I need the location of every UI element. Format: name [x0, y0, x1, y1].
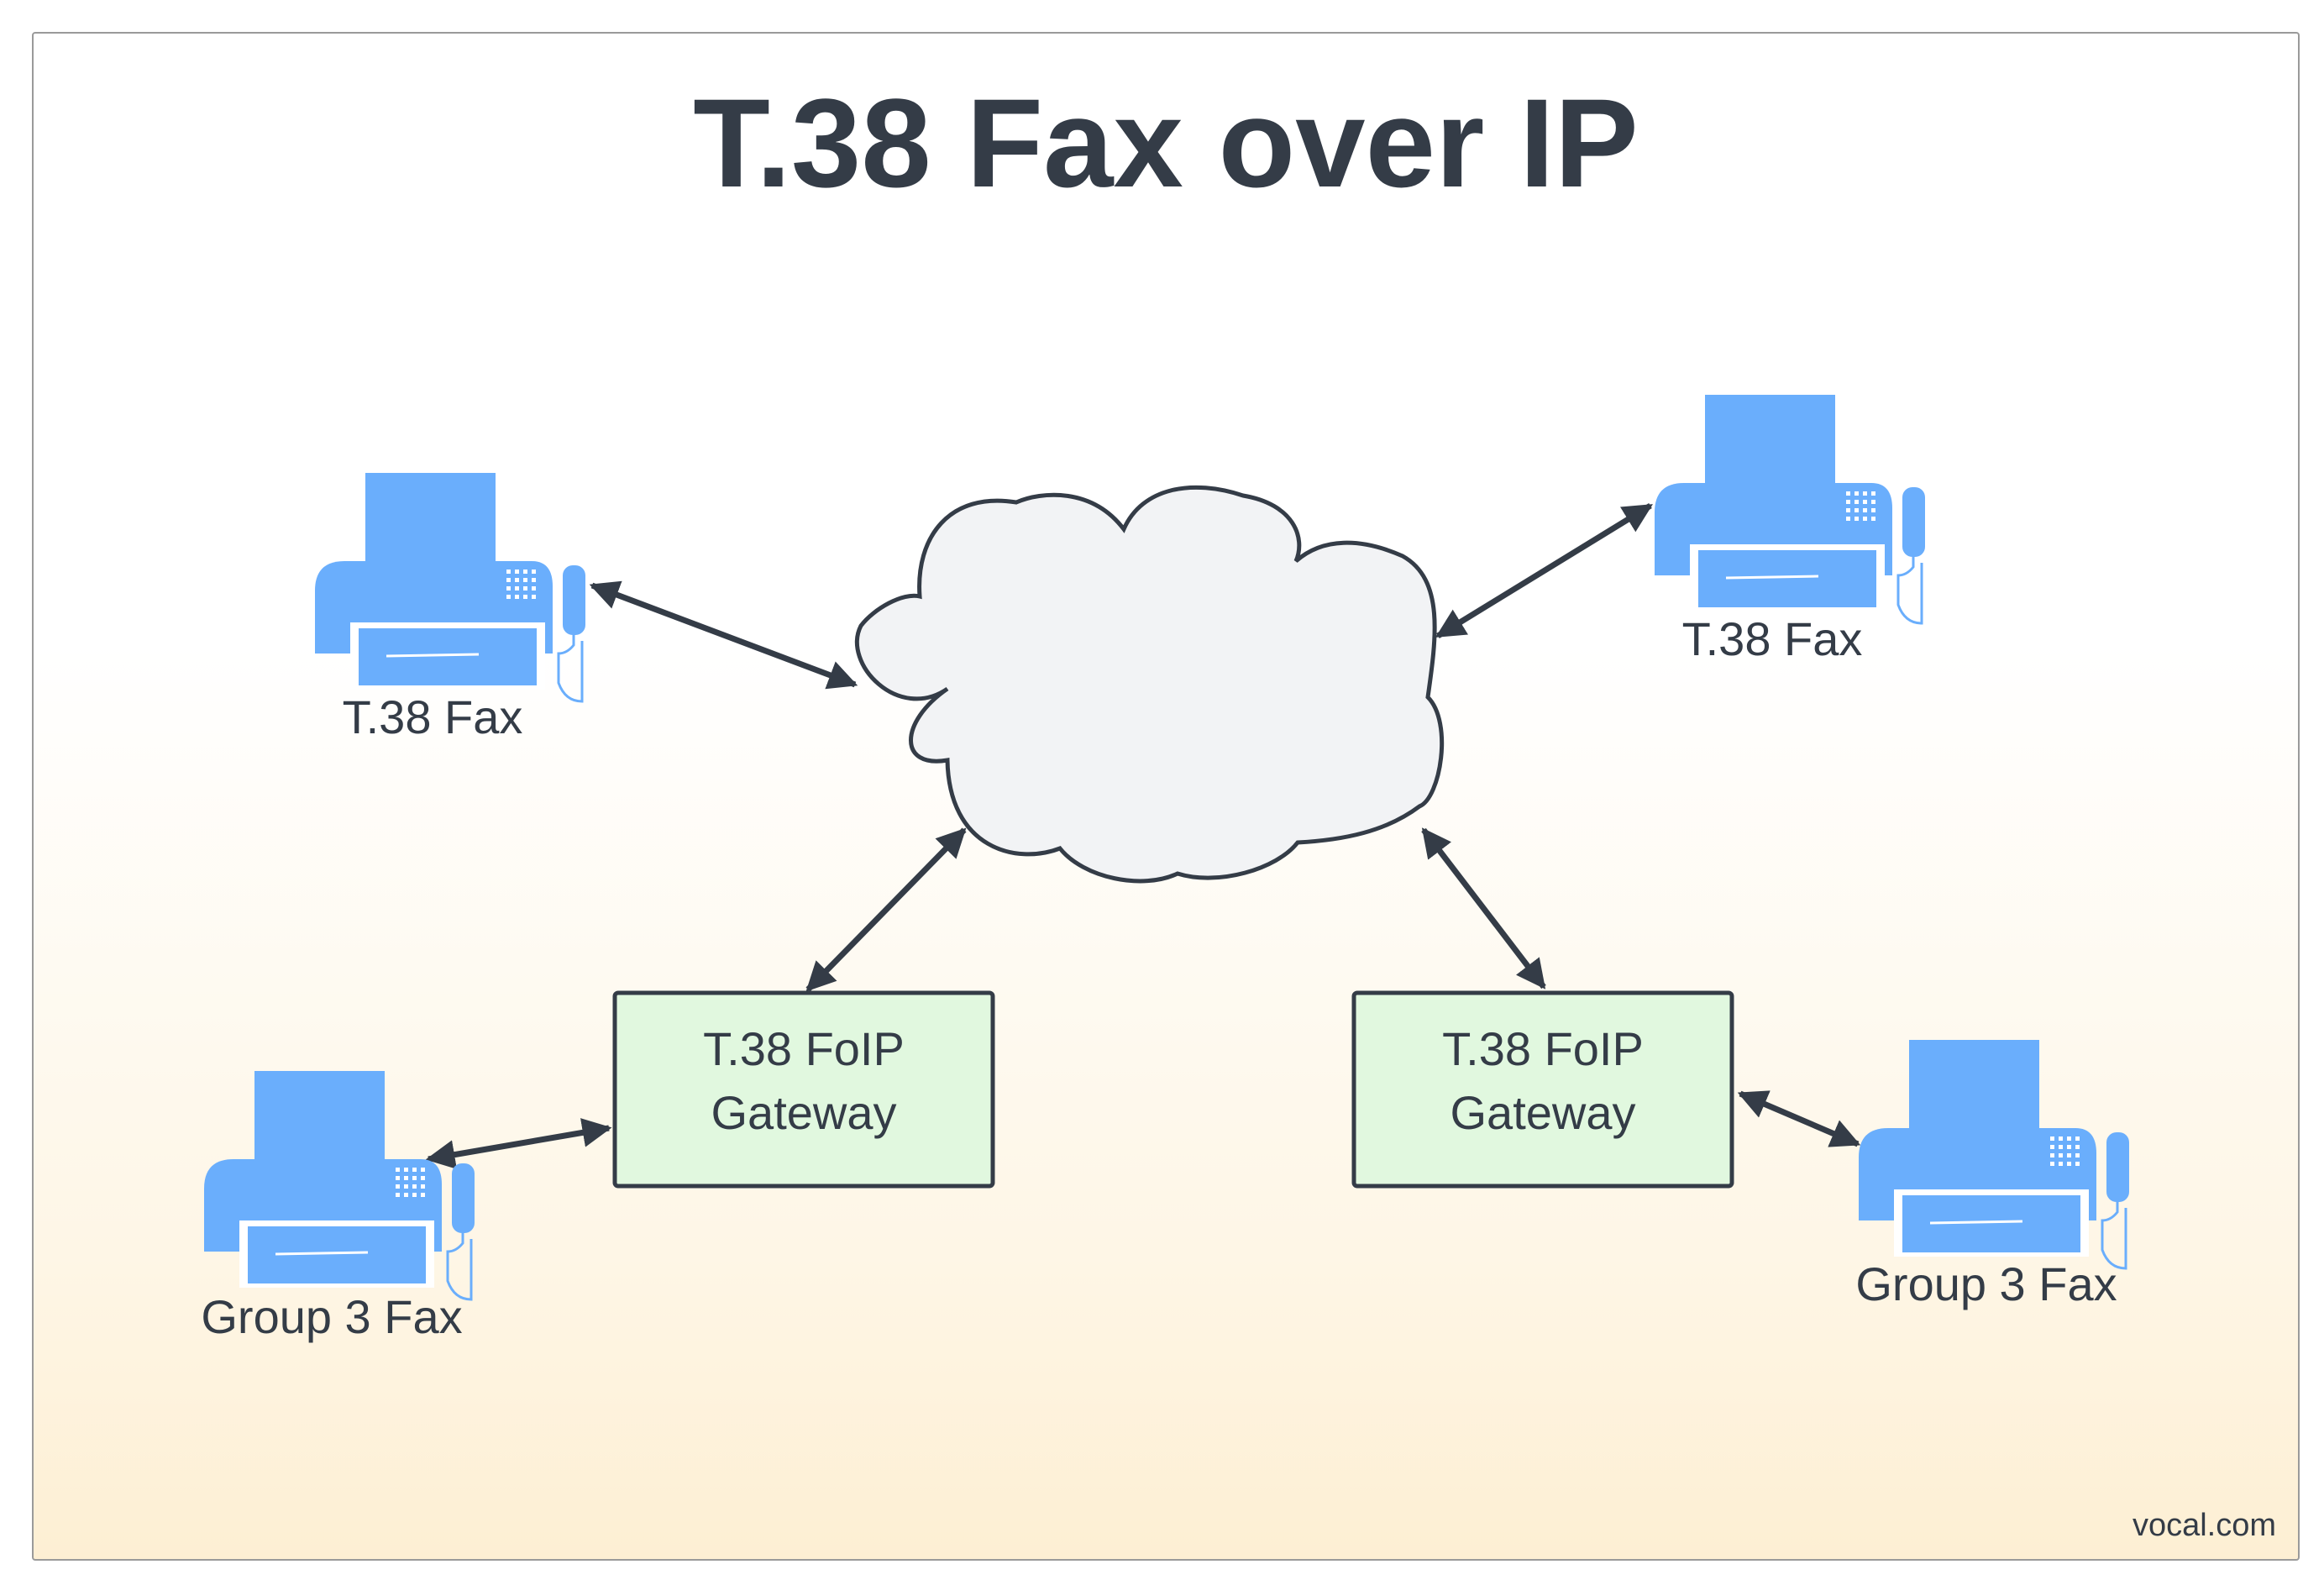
connection-fax-bottom-right-gateway: [1737, 1090, 1861, 1147]
gateway-left-line2: Gateway: [711, 1086, 897, 1139]
connection-fax-bottom-left-gateway: [425, 1118, 612, 1169]
footer-brand: vocal.com: [2133, 1508, 2276, 1543]
connection-fax-top-left-cloud: [589, 580, 858, 690]
gateway-right-line2: Gateway: [1451, 1086, 1636, 1139]
fax-machine-icon-bottom-left: [202, 1069, 476, 1301]
connection-gateway-left-cloud: [805, 827, 967, 992]
fax-machine-icon-top-left: [313, 471, 587, 703]
ip-network-cloud: [854, 485, 1445, 884]
gateway-left-line1: T.38 FoIP: [703, 1022, 905, 1075]
connection-gateway-right-cloud: [1421, 827, 1546, 989]
fax-label-top-left: T.38 Fax: [343, 690, 523, 743]
gateway-left: T.38 FoIP Gateway: [612, 990, 995, 1189]
gateway-right: T.38 FoIP Gateway: [1351, 990, 1734, 1189]
diagram-title: T.38 Fax over IP: [693, 72, 1639, 213]
fax-label-bottom-left: Group 3 Fax: [201, 1290, 462, 1343]
fax-machine-icon-bottom-right: [1857, 1038, 2131, 1270]
fax-label-bottom-right: Group 3 Fax: [1855, 1257, 2117, 1310]
connection-fax-top-right-cloud: [1435, 503, 1653, 638]
gateway-right-line1: T.38 FoIP: [1442, 1022, 1644, 1075]
fax-machine-icon-top-right: [1653, 393, 1927, 625]
fax-label-top-right: T.38 Fax: [1682, 612, 1863, 665]
